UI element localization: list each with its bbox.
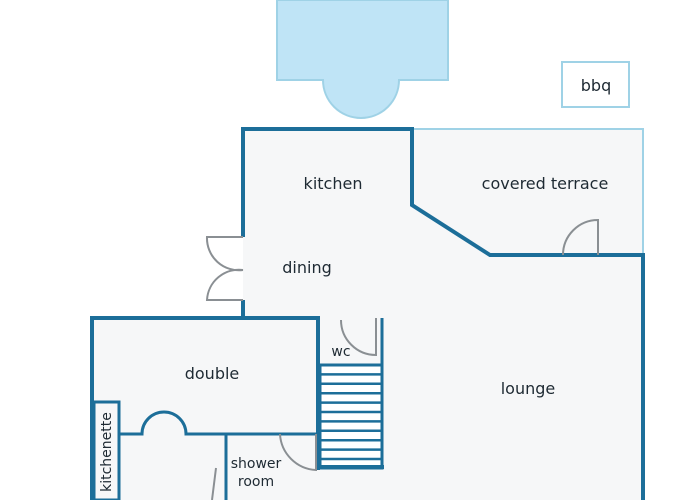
bedroom-wall: [90, 316, 320, 500]
bottom-door: [211, 467, 217, 500]
swimming-pool: [276, 0, 449, 119]
lounge-label: lounge: [501, 379, 556, 398]
double-room-lower-wall: [119, 410, 318, 436]
terrace-door: [562, 218, 599, 256]
bbq-box: [561, 61, 630, 108]
shower-room-label-line2: room: [238, 474, 274, 490]
main-floor: [92, 129, 643, 500]
double-label: double: [185, 364, 240, 383]
shower-room-door: [279, 433, 317, 472]
dining-double-door: [205, 236, 244, 301]
bbq-label: bbq: [581, 76, 611, 95]
dining-label: dining: [282, 258, 331, 277]
wc-wall: [316, 318, 384, 468]
wc-label: wc: [331, 344, 350, 360]
staircase: [318, 363, 384, 470]
kitchen-label: kitchen: [304, 174, 363, 193]
shower-room-label-line1: shower: [231, 456, 282, 472]
kitchenette-label: kitchenette: [99, 412, 115, 492]
exterior-wall: [241, 127, 645, 500]
wc-door: [340, 318, 377, 357]
covered-terrace-label: covered terrace: [482, 174, 609, 193]
kitchenette-wall: [92, 400, 121, 500]
